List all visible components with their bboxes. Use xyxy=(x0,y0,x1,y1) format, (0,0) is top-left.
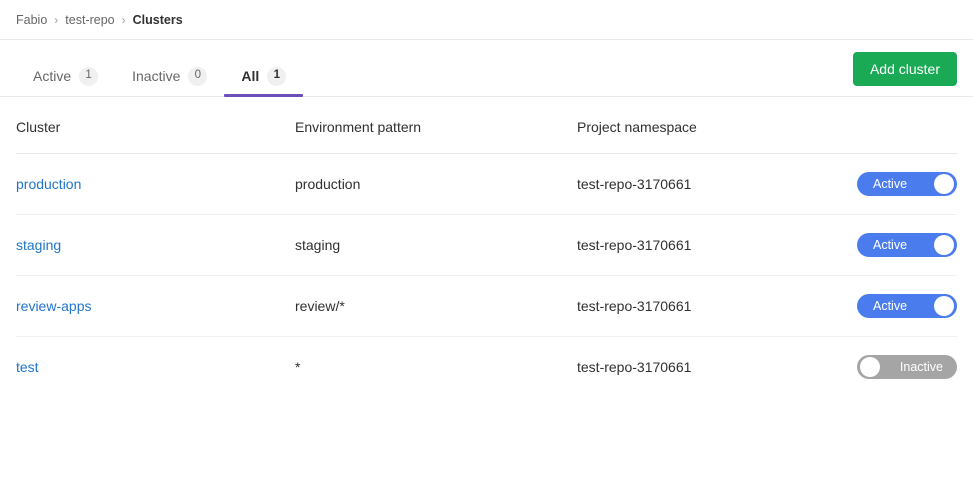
cell-environment-pattern: review/* xyxy=(295,275,577,337)
breadcrumb-separator-icon: › xyxy=(121,12,126,27)
table-body: production production test-repo-3170661 … xyxy=(16,153,957,398)
tab-bar: Active 1 Inactive 0 All 1 Add cluster xyxy=(0,40,973,97)
column-header-project-namespace: Project namespace xyxy=(577,97,817,154)
cell-project-namespace: test-repo-3170661 xyxy=(577,359,692,375)
cell-cluster: staging xyxy=(16,214,295,276)
tab-inactive-count-badge: 0 xyxy=(188,66,208,86)
tab-all[interactable]: All 1 xyxy=(224,40,304,97)
status-toggle-label: Active xyxy=(873,176,908,191)
status-toggle-test[interactable]: Inactive xyxy=(857,355,957,379)
cell-project-namespace: test-repo-3170661 xyxy=(577,275,817,337)
cell-project-namespace: test-repo-3170661 xyxy=(577,214,817,276)
clusters-table: Cluster Environment pattern Project name… xyxy=(16,97,957,397)
column-header-cluster: Cluster xyxy=(16,97,295,154)
active-tab-indicator xyxy=(224,94,304,97)
table-row: test * test-repo-3170661 Inactive xyxy=(16,337,957,398)
tab-active[interactable]: Active 1 xyxy=(16,40,115,96)
toggle-knob-icon xyxy=(934,296,954,316)
cell-environment-pattern: production xyxy=(295,153,577,215)
table-header: Cluster Environment pattern Project name… xyxy=(16,97,957,154)
status-toggle-production[interactable]: Active xyxy=(857,172,957,196)
toggle-knob-icon xyxy=(860,357,880,377)
status-toggle-label: Inactive xyxy=(899,359,943,374)
cell-status: Inactive xyxy=(817,337,957,398)
cell-project-namespace: test-repo-3170661 xyxy=(577,153,817,215)
cluster-link-review-apps[interactable]: review-apps xyxy=(16,298,92,314)
table-row: staging staging test-repo-3170661 Active xyxy=(16,214,957,276)
cluster-link-production[interactable]: production xyxy=(16,176,82,192)
tab-active-label: Active xyxy=(33,68,72,84)
breadcrumb: Fabio › test-repo › Clusters xyxy=(0,0,973,40)
tab-inactive[interactable]: Inactive 0 xyxy=(115,40,224,96)
clusters-table-container: Cluster Environment pattern Project name… xyxy=(0,97,973,397)
status-toggle-review-apps[interactable]: Active xyxy=(857,294,957,318)
status-toggle-label: Active xyxy=(873,298,908,313)
status-toggle-staging[interactable]: Active xyxy=(857,233,957,257)
breadcrumb-item-current: Clusters xyxy=(132,12,183,27)
status-toggle-label: Active xyxy=(873,237,908,252)
toggle-knob-icon xyxy=(934,174,954,194)
table-row: production production test-repo-3170661 … xyxy=(16,153,957,215)
column-header-status xyxy=(817,97,957,154)
add-cluster-button[interactable]: Add cluster xyxy=(852,52,957,86)
cell-status: Active xyxy=(817,214,957,276)
tab-list: Active 1 Inactive 0 All 1 xyxy=(16,40,304,97)
cell-environment-pattern: * xyxy=(295,359,301,375)
toggle-knob-icon xyxy=(934,235,954,255)
tab-inactive-label: Inactive xyxy=(132,68,181,84)
cell-cluster: production xyxy=(16,153,295,215)
breadcrumb-item-group[interactable]: Fabio xyxy=(16,12,48,27)
cell-environment-pattern: staging xyxy=(295,214,577,276)
tab-active-count-badge: 1 xyxy=(79,66,99,86)
cell-status: Active xyxy=(817,275,957,337)
tab-all-count-badge: 1 xyxy=(267,66,287,86)
breadcrumb-separator-icon: › xyxy=(54,12,59,27)
tab-all-label: All xyxy=(241,68,260,84)
cell-status: Active xyxy=(817,153,957,215)
table-row: review-apps review/* test-repo-3170661 A… xyxy=(16,275,957,337)
table-header-row: Cluster Environment pattern Project name… xyxy=(16,97,957,154)
breadcrumb-item-project[interactable]: test-repo xyxy=(65,12,115,27)
cluster-link-test[interactable]: test xyxy=(16,359,39,375)
cell-cluster: review-apps xyxy=(16,275,295,337)
column-header-environment-pattern: Environment pattern xyxy=(295,97,577,154)
cell-cluster: test xyxy=(16,337,295,398)
cluster-link-staging[interactable]: staging xyxy=(16,237,62,253)
